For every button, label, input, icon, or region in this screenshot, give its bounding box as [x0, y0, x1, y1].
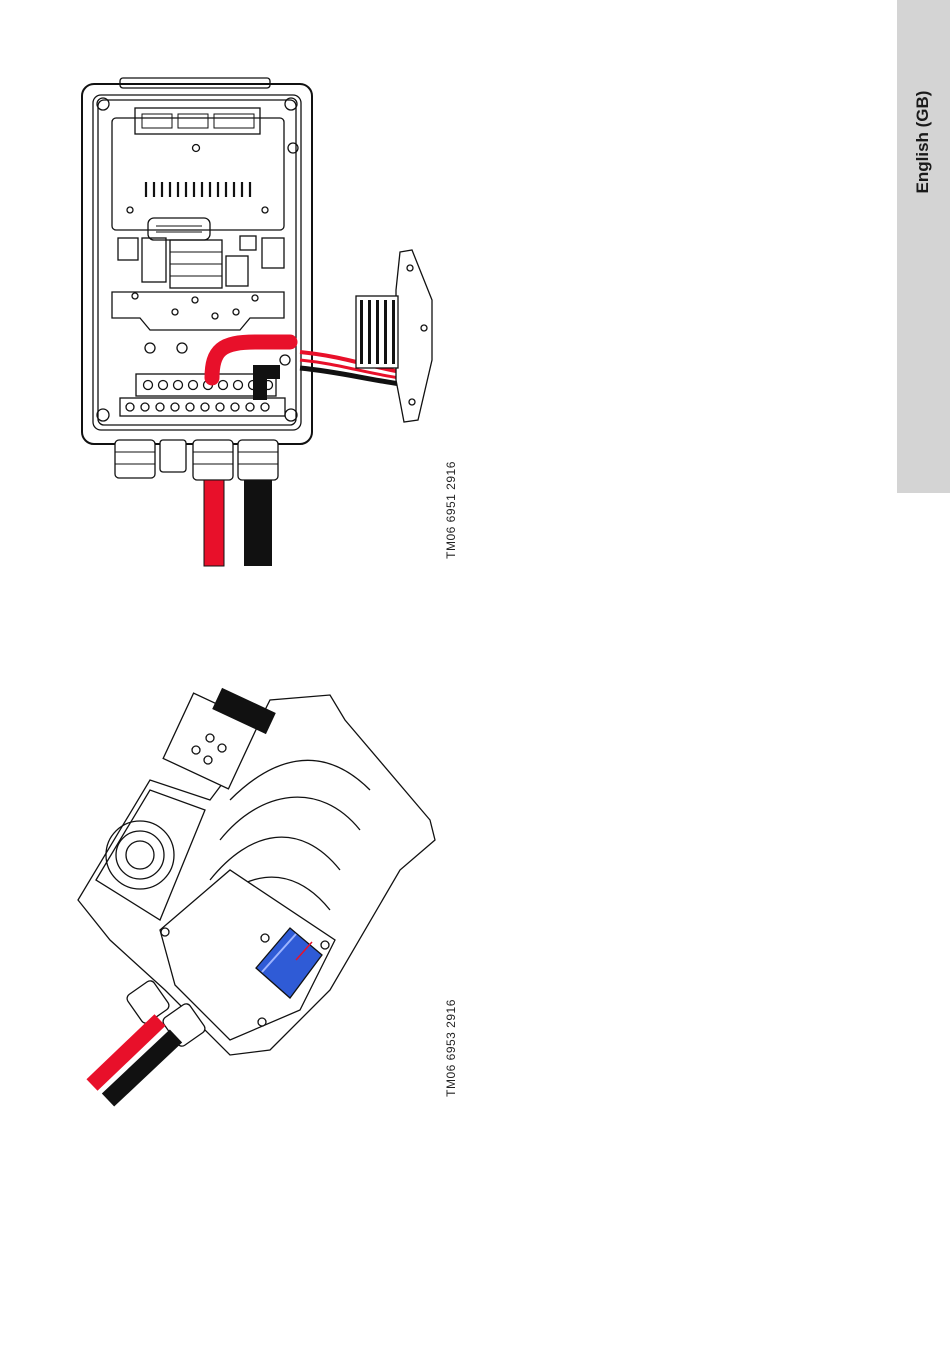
figure-2-motor-drive — [78, 689, 435, 1055]
figure-1-code: TM06 6951 2916 — [444, 461, 458, 559]
figure-2-cables — [92, 1020, 176, 1100]
figure-2-code: TM06 6953 2916 — [444, 999, 458, 1097]
figure-1-terminal-box — [82, 78, 312, 480]
figure-1-cover-module — [356, 250, 432, 422]
